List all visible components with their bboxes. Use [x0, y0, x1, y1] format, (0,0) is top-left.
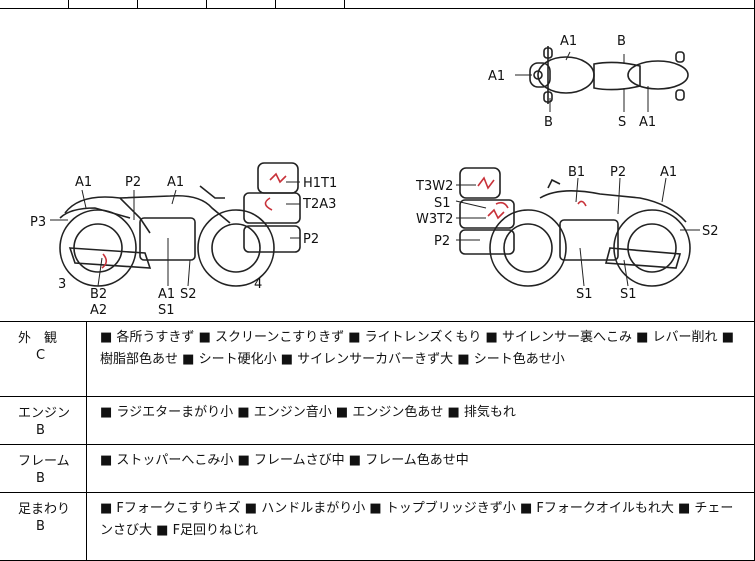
finding-item: Fフォークこすりキズ — [116, 501, 241, 516]
left-label-p2-lower: P2 — [303, 232, 319, 247]
category-cell: 外 観 C — [0, 322, 87, 396]
category-name: フレーム — [18, 454, 70, 469]
category-cell: 足まわり B — [0, 493, 87, 560]
left-label-b2: B2 — [90, 287, 107, 302]
finding-item: 各所うすきず — [116, 330, 195, 345]
finding-item: ハンドルまがり小 — [261, 501, 366, 516]
category-grade: B — [36, 423, 45, 438]
findings-list: ■ ストッパーへこみ小 ■ フレームさび中 ■ フレーム色あせ中 — [100, 453, 469, 468]
left-label-p2-upper: P2 — [125, 175, 141, 190]
motorcycle-drawings: A1 A1 B B S A1 A1 P2 A1 P3 H1T1 T2A3 P2 … — [30, 34, 719, 318]
finding-item: フレームさび中 — [254, 453, 345, 468]
left-label-a1-front: A1 — [75, 175, 92, 190]
right-label-s1-cowl: S1 — [434, 196, 451, 211]
left-label-t2a3: T2A3 — [302, 197, 336, 212]
finding-item: シート硬化小 — [198, 352, 277, 367]
right-label-s1-engine: S1 — [576, 287, 593, 302]
damage-diagram: A1 A1 B B S A1 A1 P2 A1 P3 H1T1 T2A3 P2 … — [0, 8, 754, 322]
right-label-w3t2: W3T2 — [416, 212, 453, 227]
left-label-4: 4 — [254, 277, 262, 292]
finding-item: レバー削れ — [652, 330, 718, 345]
top-table-strip — [0, 0, 754, 9]
left-label-a1-engine: A1 — [158, 287, 175, 302]
right-label-a1: A1 — [660, 165, 677, 180]
finding-item: ラジエターまがり小 — [116, 405, 234, 420]
finding-item: Fフォークオイルもれ大 — [536, 501, 674, 516]
top-view-motorcycle — [529, 46, 689, 104]
top-label-a1-upper: A1 — [560, 34, 577, 49]
left-label-s2: S2 — [180, 287, 197, 302]
row-exterior: 外 観 C ■ 各所うすきず ■ スクリーンこすりきず ■ ライトレンズくもり … — [0, 322, 754, 397]
category-name: 足まわり — [18, 502, 71, 517]
left-label-s1: S1 — [158, 303, 175, 318]
category-name: 外 観 — [18, 331, 58, 346]
left-label-h1t1: H1T1 — [303, 176, 337, 191]
top-label-b-upper: B — [617, 34, 626, 49]
right-label-b1: B1 — [568, 165, 585, 180]
right-label-s1-exhaust: S1 — [620, 287, 637, 302]
finding-item: 排気もれ — [463, 405, 516, 420]
finding-item: スクリーンこすりきず — [215, 330, 345, 345]
right-label-t3w2: T3W2 — [415, 179, 453, 194]
right-label-p2-tank: P2 — [610, 165, 626, 180]
right-view-motorcycle — [459, 167, 691, 287]
findings-list: ■ Fフォークこすりキズ ■ ハンドルまがり小 ■ トップブリッジきず小 ■ F… — [100, 501, 734, 538]
left-view-motorcycle — [59, 162, 301, 287]
top-label-s: S — [618, 115, 626, 130]
findings-list: ■ 各所うすきず ■ スクリーンこすりきず ■ ライトレンズくもり ■ サイレン… — [100, 330, 734, 367]
finding-item: サイレンサーカバーきず大 — [297, 352, 454, 367]
category-grade: C — [36, 348, 46, 363]
row-frame: フレーム B ■ ストッパーへこみ小 ■ フレームさび中 ■ フレーム色あせ中 — [0, 445, 754, 493]
finding-item: シート色あせ小 — [473, 352, 565, 367]
right-label-s2: S2 — [702, 224, 719, 239]
top-label-a1-lower: A1 — [639, 115, 656, 130]
left-label-a1-tank: A1 — [167, 175, 184, 190]
finding-item: ストッパーへこみ小 — [116, 453, 234, 468]
left-label-p3: P3 — [30, 215, 46, 230]
right-label-p2-lower: P2 — [434, 234, 450, 249]
finding-item: ライトレンズくもり — [364, 330, 482, 345]
finding-item: エンジン音小 — [253, 405, 332, 420]
finding-item: F足回りねじれ — [172, 523, 259, 538]
category-cell: フレーム B — [0, 445, 87, 492]
finding-item: エンジン色あせ — [352, 405, 444, 420]
row-engine: エンジン B ■ ラジエターまがり小 ■ エンジン音小 ■ エンジン色あせ ■ … — [0, 397, 754, 445]
category-grade: B — [36, 471, 45, 486]
category-name: エンジン — [18, 406, 71, 421]
finding-item: フレーム色あせ中 — [365, 453, 469, 468]
top-label-b-lower: B — [544, 115, 553, 130]
finding-item: トップブリッジきず小 — [385, 501, 516, 516]
left-label-3: 3 — [58, 277, 66, 292]
category-cell: エンジン B — [0, 397, 87, 444]
finding-item: チェーンさび大 — [100, 501, 734, 538]
finding-item: 樹脂部色あせ — [100, 352, 179, 367]
category-grade: B — [36, 519, 45, 534]
finding-item: サイレンサー裏へこみ — [501, 330, 632, 345]
top-label-a1-left: A1 — [488, 69, 505, 84]
left-label-a2: A2 — [90, 303, 107, 318]
findings-list: ■ ラジエターまがり小 ■ エンジン音小 ■ エンジン色あせ ■ 排気もれ — [100, 405, 516, 420]
row-suspension: 足まわり B ■ Fフォークこすりキズ ■ ハンドルまがり小 ■ トップブリッジ… — [0, 493, 754, 560]
